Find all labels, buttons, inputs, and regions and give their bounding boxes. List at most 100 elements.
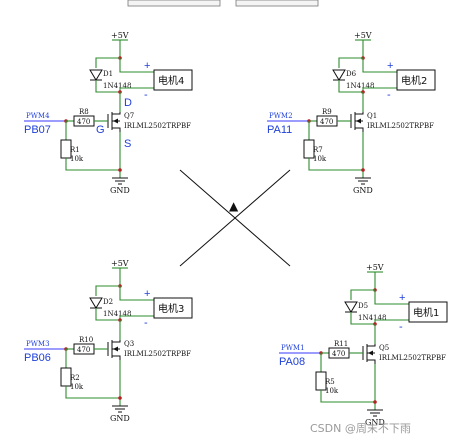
diode-icon	[89, 69, 103, 81]
gnd-label: GND	[353, 186, 373, 195]
motor-plus-sign: +	[387, 60, 393, 72]
gate-res-value: 470	[332, 350, 345, 358]
motor-driver-blocks: +5VD11N4148+-电机4Q7IRLML2502TRPBFDGSPWM4P…	[24, 31, 448, 427]
mcu-port-label: PB06	[24, 352, 51, 364]
crossing-arrow-icon: ▲	[229, 199, 239, 213]
mosfet-drain-lead	[112, 112, 121, 115]
diode-part: 1N4148	[358, 314, 386, 322]
mosfet-part: IRLML2502TRPBF	[367, 122, 434, 130]
gnd-label: GND	[110, 186, 130, 195]
pin-s-label: S	[124, 138, 131, 150]
motor-box	[153, 297, 193, 319]
gate-res-ref: R11	[334, 340, 348, 348]
mosfet-ref: Q3	[124, 340, 134, 348]
mosfet-ref: Q5	[379, 344, 389, 352]
diode-wire-top	[95, 57, 120, 68]
crossing-lines	[179, 169, 291, 267]
motor-driver-block-3: +5VD51N4148+-电机1Q5IRLML2502TRPBFPWM1PA08…	[279, 263, 448, 427]
mosfet-ref: Q7	[124, 112, 134, 120]
diode-ref: D2	[103, 298, 113, 306]
top-tab-right[interactable]	[235, 0, 319, 7]
mcu-port-label: PA11	[267, 124, 292, 136]
motor-minus-sign: -	[144, 89, 148, 101]
pwm-net-label: PWM3	[26, 340, 50, 348]
diode-ref: D6	[346, 70, 357, 78]
mosfet-drain-lead	[367, 344, 376, 347]
pwm-net-label: PWM1	[281, 344, 305, 352]
mosfet-part: IRLML2502TRPBF	[124, 350, 191, 358]
pull-res-value: 10k	[325, 387, 339, 395]
gate-res-ref: R10	[79, 336, 93, 344]
motor-label: 电机4	[158, 74, 184, 87]
motor-box	[396, 69, 436, 91]
pull-res-value: 10k	[70, 155, 84, 163]
gnd-label: GND	[365, 418, 385, 427]
pull-res-lead-bottom	[320, 390, 375, 403]
diode-wire-bottom	[95, 308, 120, 321]
vcc-label: +5V	[111, 31, 129, 40]
motor-label: 电机2	[401, 74, 427, 87]
junction-dot	[373, 400, 377, 404]
vcc-label: +5V	[366, 263, 384, 272]
motor-label: 电机1	[413, 306, 439, 319]
gate-res-value: 470	[320, 118, 333, 126]
diode-part: 1N4148	[103, 82, 131, 90]
motor-plus-sign: +	[144, 60, 150, 72]
vcc-label: +5V	[354, 31, 372, 40]
junction-dot	[118, 396, 122, 400]
pwm-net-label: PWM2	[269, 112, 293, 120]
diode-part: 1N4148	[346, 82, 374, 90]
diode-wire-bottom	[95, 80, 120, 93]
pull-res-ref: R2	[70, 374, 80, 382]
pwm-net-label: PWM4	[26, 112, 50, 120]
diode-wire-top	[95, 285, 120, 296]
junction-dot	[118, 168, 122, 172]
pull-res-value: 10k	[70, 383, 84, 391]
mosfet-source-lead	[367, 359, 376, 364]
diode-part: 1N4148	[103, 310, 131, 318]
pull-res-lead-bottom	[65, 158, 120, 171]
pull-res-ref: R1	[70, 146, 80, 154]
diode-ref: D5	[358, 302, 368, 310]
motor-minus-sign: -	[387, 89, 391, 101]
pull-res-ref: R5	[325, 378, 335, 386]
mosfet-ref: Q1	[367, 112, 377, 120]
mosfet-part: IRLML2502TRPBF	[124, 122, 191, 130]
motor-box	[408, 301, 448, 323]
pull-res-lead-bottom	[308, 158, 363, 171]
mosfet-source-lead	[112, 127, 121, 132]
diode-icon	[89, 297, 103, 309]
mcu-port-label: PB07	[24, 124, 51, 136]
diode-wire-top	[350, 289, 375, 300]
gnd-label: GND	[110, 414, 130, 423]
diode-icon	[332, 69, 346, 81]
pull-res-lead-bottom	[65, 386, 120, 399]
pull-res-ref: R7	[313, 146, 323, 154]
motor-minus-sign: -	[144, 317, 148, 329]
vcc-label: +5V	[111, 259, 129, 268]
motor-label: 电机3	[158, 302, 184, 315]
mosfet-drain-lead	[355, 112, 364, 115]
mosfet-source-lead	[112, 355, 121, 360]
diode-wire-bottom	[350, 312, 375, 325]
top-tab-left[interactable]	[127, 0, 221, 7]
pin-d-label: D	[124, 97, 132, 109]
motor-plus-wire	[362, 58, 397, 73]
motor-plus-wire	[374, 290, 409, 305]
diode-wire-bottom	[338, 80, 363, 93]
junction-dot	[361, 168, 365, 172]
motor-minus-sign: -	[399, 321, 403, 333]
diode-icon	[344, 301, 358, 313]
motor-plus-sign: +	[144, 288, 150, 300]
gate-res-ref: R9	[322, 108, 332, 116]
pull-res-value: 10k	[313, 155, 327, 163]
mcu-port-label: PA08	[279, 356, 305, 368]
diode-ref: D1	[103, 70, 113, 78]
mosfet-drain-lead	[112, 340, 121, 343]
gate-res-value: 470	[77, 118, 90, 126]
pin-g-label: G	[96, 124, 105, 136]
